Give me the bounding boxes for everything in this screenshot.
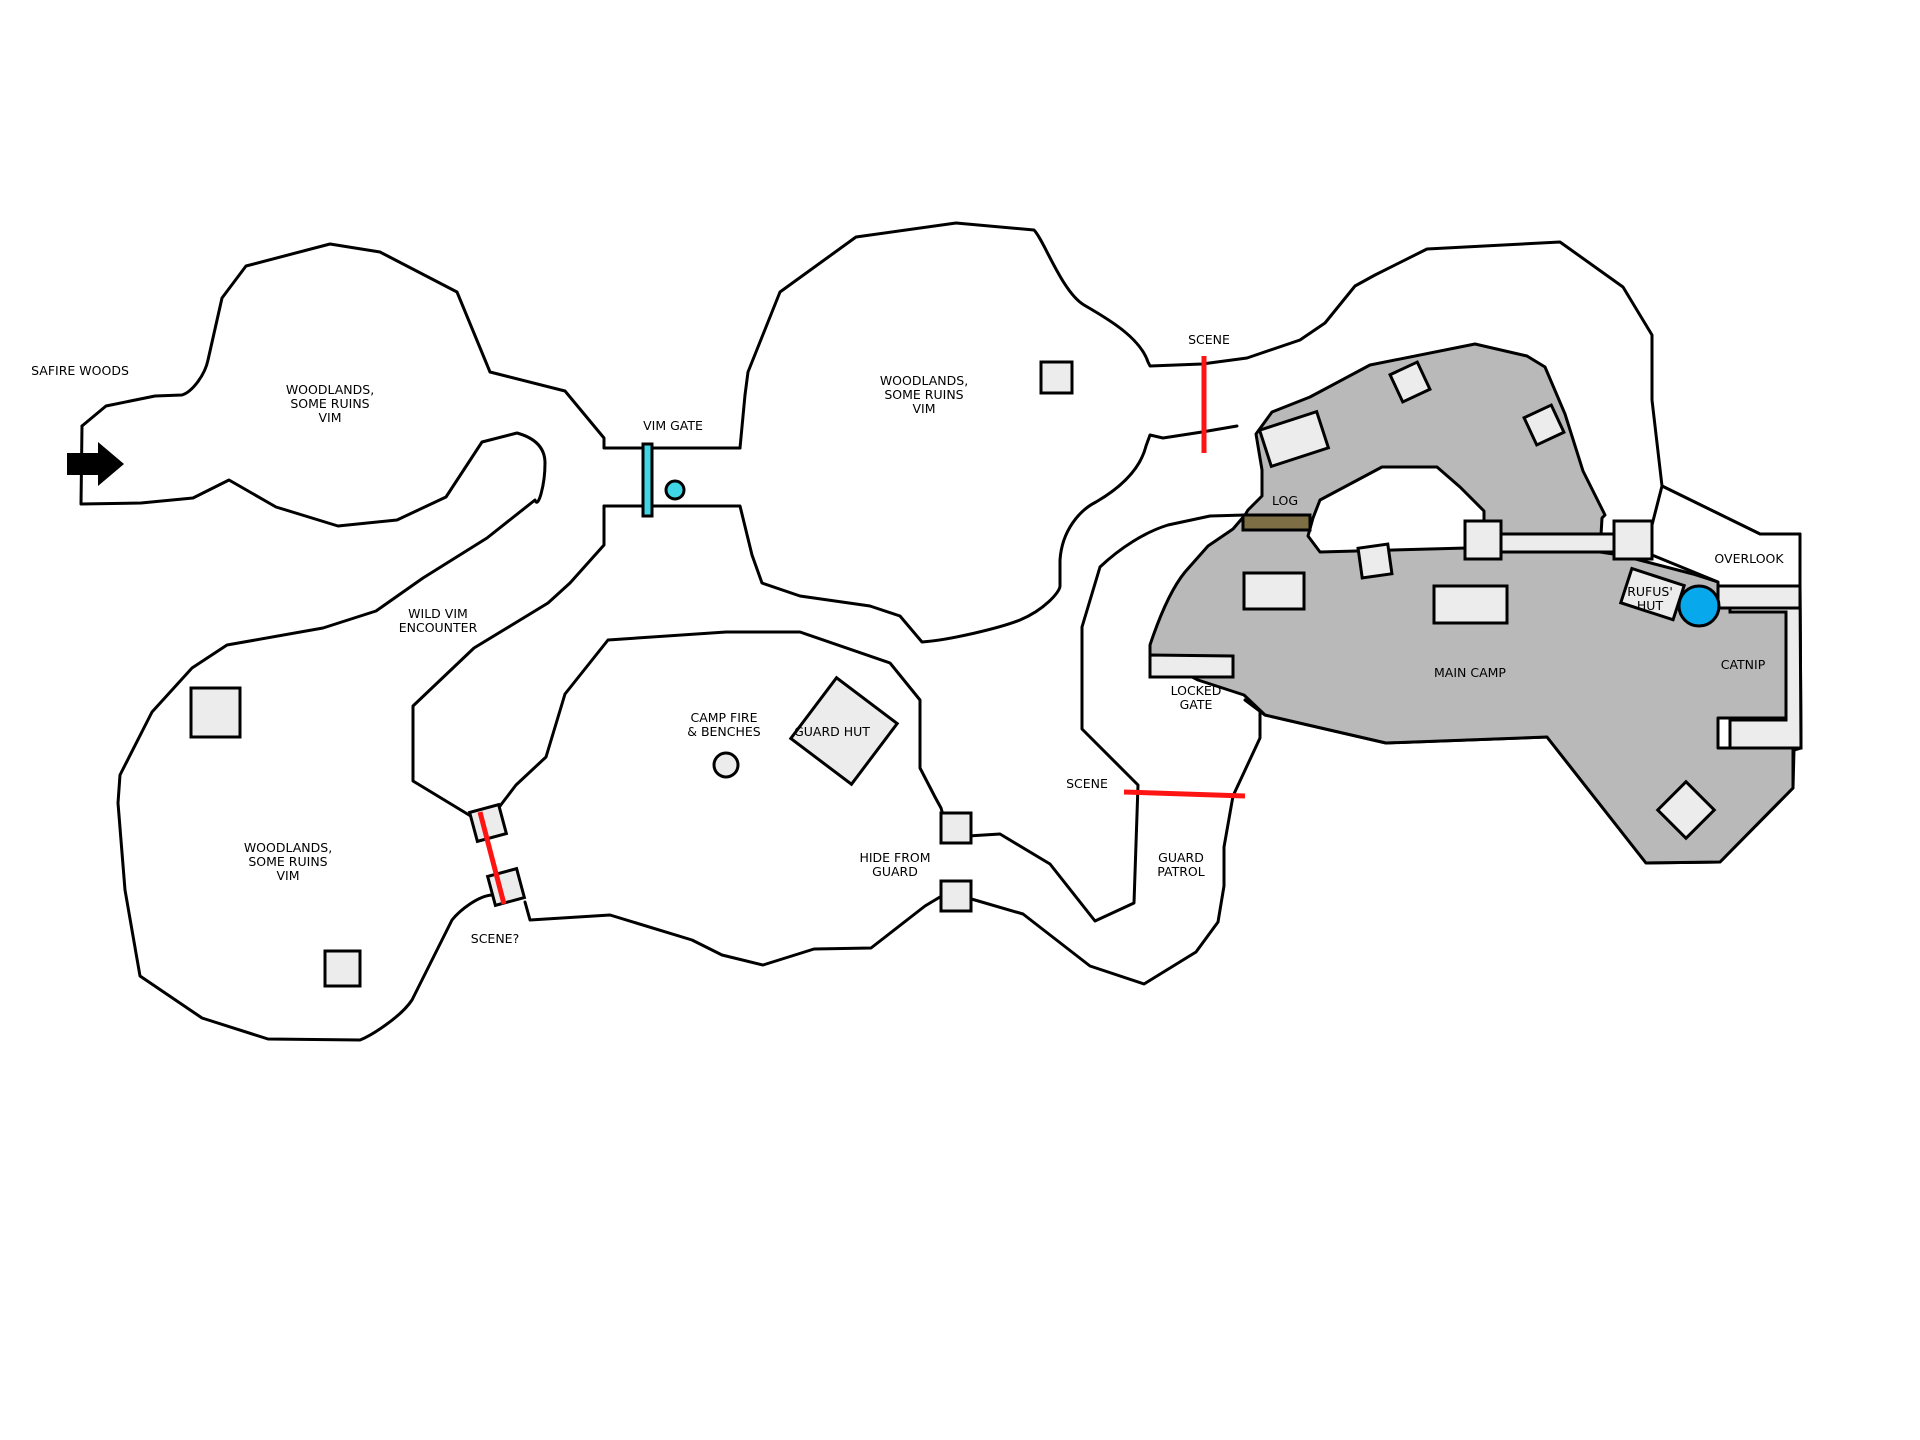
camp-walkway-left [1463,519,1503,561]
label-woodlands-2-line3: VIM [912,401,935,416]
prop-camp-tent-north [1257,409,1331,469]
label-woodlands-3-line2: SOME RUINS [248,854,327,869]
label-log: LOG [1272,493,1298,508]
line-nw-lobe [80,242,742,450]
prop-camp-crate [1356,542,1394,580]
rufus-marker [1677,584,1721,628]
label-overlook: OVERLOOK [1714,551,1784,566]
label-camp-fire-line2: & BENCHES [687,724,761,739]
prop-camp-fire [712,751,740,779]
prop-crate-west [189,686,242,739]
prop-doorway-crate-bottom [485,866,527,908]
prop-camp-building-2 [1432,584,1509,625]
line-west-inner [411,504,606,820]
label-wild-vim-line2: ENCOUNTER [399,620,478,635]
label-safire-woods: SAFIRE WOODS [31,363,129,378]
prop-crate-southwest [323,949,362,988]
line-hide-bottom [966,698,1262,986]
arrow-right-icon [67,442,124,486]
label-scene-guard: SCENE [1066,776,1108,791]
line-hide-top [966,513,1247,923]
camp-walkway-right [1612,519,1654,561]
scene-trigger-doorway [477,811,507,905]
prop-crate-north [1039,360,1074,395]
label-guard-patrol-line1: GUARD [1158,850,1204,865]
overlook-ramp [1716,584,1802,610]
prop-camp-crate-south [1655,779,1717,841]
prop-camp-crate-north [1388,360,1432,404]
prop-camp-building-1 [1242,571,1306,611]
line-south-pocket-top [498,630,945,817]
label-wild-vim-line1: WILD VIM [408,606,468,621]
log-bridge [1241,513,1312,532]
label-rufus-hut-line1: RUFUS' [1627,584,1673,599]
label-woodlands-2-line2: SOME RUINS [884,387,963,402]
label-main-camp: MAIN CAMP [1434,665,1506,680]
prop-crate-hide-bottom [939,879,973,913]
line-south-pocket-bottom [523,895,942,967]
overlook-edge [1650,484,1802,588]
label-woodlands-1-line1: WOODLANDS, [286,382,374,397]
scene-trigger-guard [1123,789,1246,799]
label-scene-north: SCENE [1188,332,1230,347]
label-scene-q: SCENE? [471,931,519,946]
prop-camp-crate-east [1522,403,1566,447]
label-woodlands-3-line1: WOODLANDS, [244,840,332,855]
label-locked-gate-line1: LOCKED [1171,683,1222,698]
label-camp-fire-line1: CAMP FIRE [690,710,757,725]
line-vimgate-lower [602,424,1239,644]
label-hide-from-guard-line1: HIDE FROM [859,850,930,865]
vim-gate-barrier [641,442,654,518]
label-woodlands-1-line2: SOME RUINS [290,396,369,411]
line-north-lobe [738,221,1802,588]
label-guard-patrol-line2: PATROL [1157,864,1204,879]
prop-crate-hide-top [939,811,973,845]
locked-gate-ledge [1148,653,1235,679]
vim-orb-marker [664,479,686,501]
label-woodlands-3-line3: VIM [276,868,299,883]
label-catnip: CATNIP [1721,657,1766,672]
label-hide-from-guard-line2: GUARD [872,864,918,879]
label-woodlands-1-line3: VIM [318,410,341,425]
camp-walkway-mid [1499,532,1618,554]
label-rufus-hut-line2: HUT [1637,598,1664,613]
label-vim-gate: VIM GATE [643,418,703,433]
line-nw-lobe-bottom [79,424,547,1042]
label-woodlands-2-line1: WOODLANDS, [880,373,968,388]
label-locked-gate-line2: GATE [1180,697,1213,712]
prop-guard-hut [788,675,900,787]
label-guard-hut: GUARD HUT [794,724,870,739]
